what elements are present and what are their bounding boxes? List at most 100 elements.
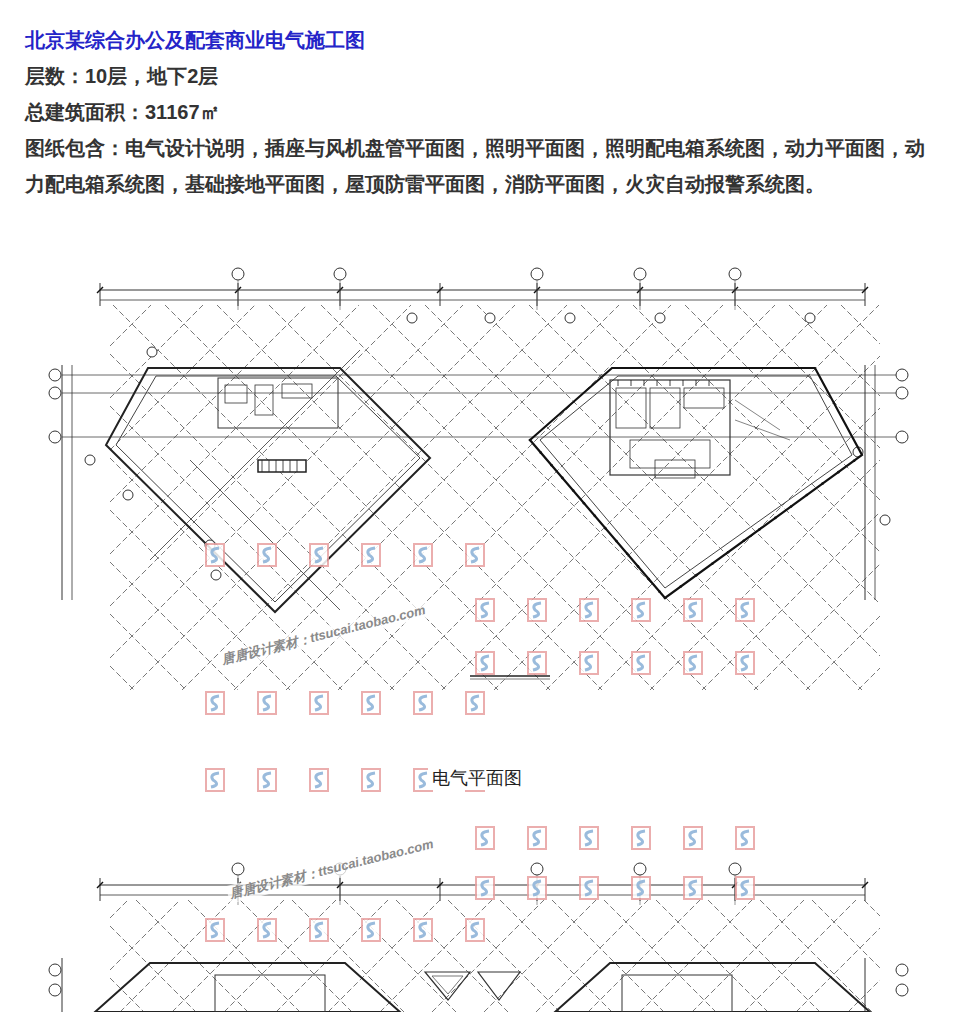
watermark-logo (476, 652, 494, 674)
watermark-logo (684, 652, 702, 674)
core-room (218, 378, 338, 428)
axis-line (340, 875, 341, 905)
axis-grid-line (477, 305, 862, 690)
column-dot (604, 527, 607, 530)
axis-grid-line (321, 305, 706, 690)
axis-bubble (49, 431, 61, 443)
watermark-logo (585, 656, 593, 670)
watermark-logo (476, 599, 494, 621)
dimension-line (62, 958, 63, 1012)
axis-grid-line (588, 900, 700, 1012)
column-dot (550, 464, 553, 467)
watermark-logo (736, 652, 754, 674)
dimension-tick (100, 878, 101, 901)
watermark-logo (263, 923, 271, 937)
watermark-logo (258, 919, 276, 941)
axis-line (238, 280, 239, 310)
axis-grid-line (224, 900, 336, 1012)
watermark-logo (689, 831, 697, 845)
column-dot (679, 585, 682, 588)
axis-grid-line (130, 305, 515, 690)
watermark-logo (258, 692, 276, 714)
column-dot (790, 505, 793, 508)
info-line: 总建筑面积：31167㎡ (25, 94, 940, 130)
watermark-logo (419, 696, 427, 710)
axis-grid-line (692, 900, 804, 1012)
dimension-tick (440, 283, 441, 306)
equipment-hatch (283, 460, 284, 472)
watermark-logo (471, 923, 479, 937)
axis-grid-line (110, 900, 180, 970)
watermark-logo (481, 881, 489, 895)
axis-grid-line (110, 354, 446, 690)
axis-grid-line (656, 900, 768, 1012)
dimension-line (865, 365, 866, 600)
building-outline (530, 368, 862, 598)
axis-grid-line (136, 900, 248, 1012)
axis-grid-line (858, 668, 880, 690)
column-dot (664, 597, 667, 600)
axis-bubble (485, 313, 495, 323)
watermark-logo (315, 548, 323, 562)
watermark-logo (632, 877, 650, 899)
watermark-logo (466, 692, 484, 714)
watermark-logo (580, 599, 598, 621)
watermark-logo (263, 696, 271, 710)
info-line: 图纸包含：电气设计说明，插座与风机盘管平面图，照明平面图，照明配电箱系统图，动力… (25, 130, 940, 202)
column-dot (658, 590, 661, 593)
axis-grid-line (789, 305, 880, 396)
axis-bubble (49, 369, 61, 381)
title-underline (470, 675, 550, 676)
axis-grid-line (494, 305, 879, 690)
watermark-logo (211, 923, 219, 937)
core-room (225, 385, 247, 403)
watermark-logo (206, 769, 224, 791)
axis-grid-line (864, 900, 880, 916)
axis-bubble (634, 268, 646, 280)
title-underline (470, 679, 550, 680)
axis-grid-line (500, 900, 612, 1012)
watermark-logo (689, 603, 697, 617)
axis-grid-line (182, 305, 567, 690)
axis-grid-line (448, 900, 560, 1012)
watermark-logo (481, 656, 489, 670)
dimension-tick (862, 287, 868, 293)
axis-grid-line (110, 926, 196, 1012)
axis-grid-line (546, 356, 880, 690)
axis-bubble (896, 964, 908, 976)
watermark-logo (310, 544, 328, 566)
column-dot (821, 482, 824, 485)
axis-line (62, 393, 905, 394)
watermark: 唐唐设计素材：ttsucai.taobao.com (226, 835, 437, 904)
axis-grid-line (806, 616, 880, 690)
watermark-logo (741, 656, 749, 670)
watermark-logo (736, 877, 754, 899)
axis-grid-line (390, 305, 775, 690)
axis-line (62, 375, 905, 376)
watermark-logo (419, 773, 427, 787)
watermark-logo (362, 544, 380, 566)
axis-grid-line (344, 900, 456, 1012)
watermark-logo (580, 827, 598, 849)
watermark-logo (211, 696, 219, 710)
watermark-logo (580, 877, 598, 899)
axis-bubble (49, 984, 61, 996)
equipment-mark (709, 380, 710, 386)
page-title: 北京某综合办公及配套商业电气施工图 (25, 22, 940, 58)
equipment-mark (644, 380, 645, 386)
watermark-logo (310, 769, 328, 791)
axis-bubble (729, 863, 741, 875)
axis-line (340, 280, 341, 310)
watermark-logo (471, 696, 479, 710)
dimension-line (62, 365, 63, 600)
watermark-logo (632, 827, 650, 849)
watermark-logo (736, 827, 754, 849)
watermark-logo (414, 544, 432, 566)
dimension-line (100, 290, 865, 291)
watermark-logo (206, 692, 224, 714)
core-room (684, 388, 724, 408)
axis-bubble (49, 964, 61, 976)
equipment-mark (683, 380, 684, 386)
building-outline (116, 376, 420, 602)
watermark-logo (367, 773, 375, 787)
